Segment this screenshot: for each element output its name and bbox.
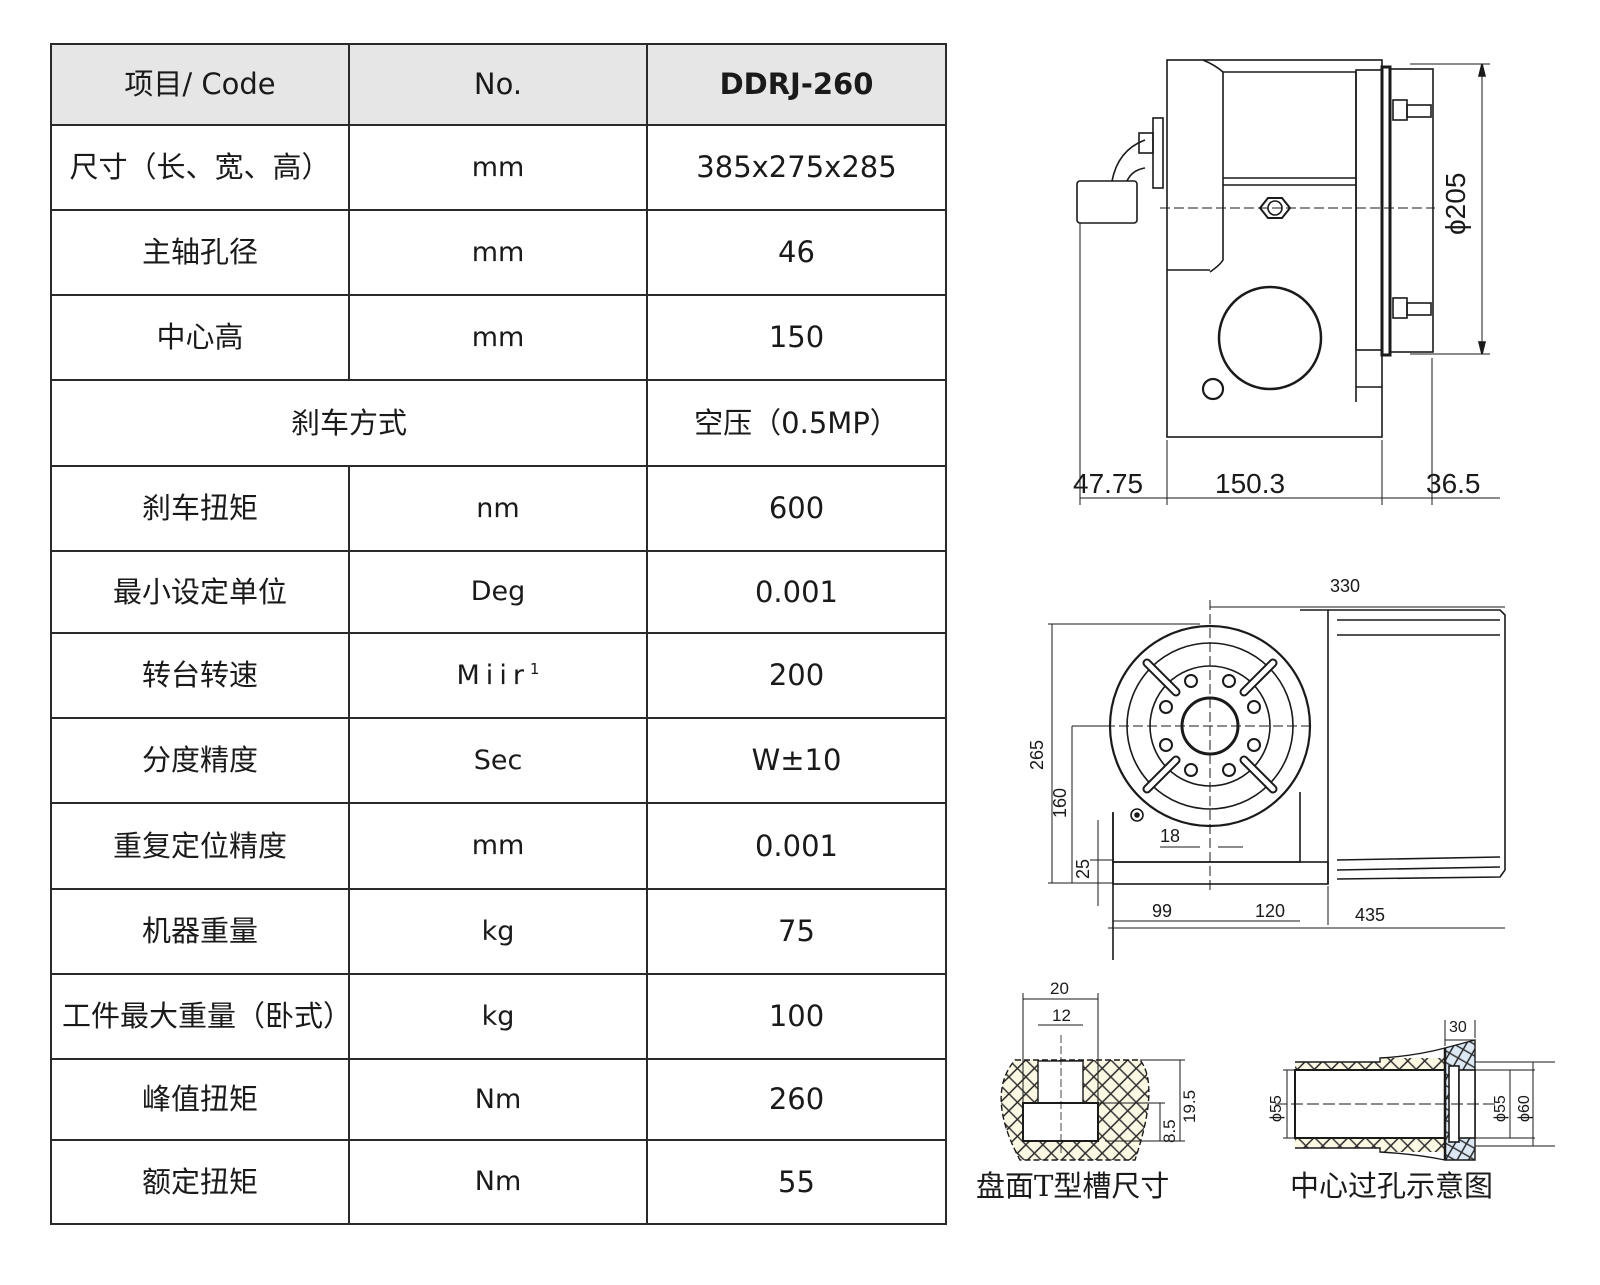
dim-12: 12 — [1052, 1006, 1071, 1025]
row-label: 工件最大重量（卧式） — [50, 973, 352, 1060]
dim-bore-60: ϕ60 — [1516, 1095, 1533, 1122]
header-model: DDRJ-260 — [646, 43, 947, 126]
dim-265: 265 — [1027, 740, 1047, 770]
row-value: 150 — [646, 294, 947, 381]
row-value: 385x275x285 — [646, 124, 947, 211]
row-value: 600 — [646, 465, 947, 552]
row-value: 0.001 — [646, 802, 947, 890]
dim-diameter-205: ϕ205 — [1440, 173, 1471, 235]
row-unit: Miir1 — [348, 632, 648, 719]
dim-36-5: 36.5 — [1426, 468, 1481, 499]
table-row: 转台转速 Miir1 200 — [50, 632, 947, 719]
side-view-drawing: 47.75 150.3 36.5 ϕ205 — [1060, 40, 1520, 510]
row-label: 转台转速 — [50, 632, 350, 719]
row-value: 200 — [646, 632, 947, 719]
table-row: 工件最大重量（卧式） kg 100 — [50, 973, 947, 1060]
dim-330: 330 — [1330, 576, 1360, 596]
row-unit: nm — [348, 465, 648, 552]
dim-25: 25 — [1073, 859, 1093, 879]
row-unit: mm — [348, 124, 648, 211]
dim-bore-55-left: ϕ55 — [1268, 1095, 1285, 1122]
row-value: 260 — [646, 1058, 947, 1141]
row-label: 主轴孔径 — [50, 209, 350, 296]
dim-99: 99 — [1152, 901, 1172, 921]
row-unit: Nm — [348, 1139, 648, 1225]
dim-19-5: 19.5 — [1180, 1090, 1199, 1123]
spec-table: 项目/ Code No. DDRJ-260 尺寸（长、宽、高） mm 385x2… — [50, 43, 947, 1225]
center-hole-caption: 中心过孔示意图 — [1290, 1169, 1494, 1203]
dim-20: 20 — [1050, 979, 1069, 998]
dim-30: 30 — [1449, 1019, 1467, 1036]
row-unit: Nm — [348, 1058, 648, 1141]
dim-120: 120 — [1255, 901, 1285, 921]
row-unit: Deg — [348, 550, 648, 634]
unit-superscript: 1 — [529, 659, 540, 678]
row-label: 峰值扭矩 — [50, 1058, 350, 1141]
row-value: 75 — [646, 888, 947, 975]
header-item: 项目/ Code — [50, 43, 350, 126]
dim-bore-55-right: ϕ55 — [1492, 1095, 1509, 1122]
row-label: 分度精度 — [50, 717, 350, 804]
table-row: 额定扭矩 Nm 55 — [50, 1139, 947, 1225]
row-unit: mm — [348, 294, 648, 381]
table-row: 机器重量 kg 75 — [50, 888, 947, 975]
header-unit: No. — [348, 43, 648, 126]
center-hole-drawing: 30 ϕ55 ϕ55 ϕ60 — [1255, 1010, 1555, 1161]
table-row: 峰值扭矩 Nm 260 — [50, 1058, 947, 1141]
dim-18: 18 — [1160, 826, 1180, 846]
table-row: 刹车扭矩 nm 600 — [50, 465, 947, 552]
row-value: W±10 — [646, 717, 947, 804]
table-row: 最小设定单位 Deg 0.001 — [50, 550, 947, 634]
table-row: 分度精度 Sec W±10 — [50, 717, 947, 804]
row-label: 中心高 — [50, 294, 350, 381]
table-header-row: 项目/ Code No. DDRJ-260 — [50, 43, 947, 126]
row-unit: mm — [348, 209, 648, 296]
table-row: 主轴孔径 mm 46 — [50, 209, 947, 296]
table-row: 尺寸（长、宽、高） mm 385x275x285 — [50, 124, 947, 211]
t-slot-caption: 盘面T型槽尺寸 — [976, 1169, 1170, 1203]
row-label: 机器重量 — [50, 888, 350, 975]
row-label: 额定扭矩 — [50, 1139, 350, 1225]
row-unit: kg — [348, 888, 648, 975]
row-label: 刹车扭矩 — [50, 465, 350, 552]
row-unit: kg — [348, 973, 648, 1060]
row-label: 最小设定单位 — [50, 550, 350, 634]
row-label: 重复定位精度 — [50, 802, 350, 890]
front-view-drawing: 330 265 160 25 18 99 120 435 — [1000, 570, 1520, 960]
dim-47-75: 47.75 — [1073, 468, 1143, 499]
table-row: 刹车方式 空压（0.5MP） — [50, 379, 947, 467]
dim-8-5: 8.5 — [1160, 1119, 1179, 1143]
row-value: 空压（0.5MP） — [646, 379, 947, 467]
row-label: 尺寸（长、宽、高） — [50, 124, 350, 211]
row-value: 46 — [646, 209, 947, 296]
table-row: 中心高 mm 150 — [50, 294, 947, 381]
row-unit: Sec — [348, 717, 648, 804]
dim-160: 160 — [1050, 788, 1070, 818]
table-row: 重复定位精度 mm 0.001 — [50, 802, 947, 890]
t-slot-drawing: 20 12 8.5 19.5 — [975, 975, 1215, 1161]
row-unit: mm — [348, 802, 648, 890]
dim-435: 435 — [1355, 905, 1385, 925]
row-value: 55 — [646, 1139, 947, 1225]
dim-150-3: 150.3 — [1215, 468, 1285, 499]
row-label: 刹车方式 — [50, 379, 648, 467]
unit-text: Miir — [456, 659, 530, 691]
row-value: 100 — [646, 973, 947, 1060]
row-value: 0.001 — [646, 550, 947, 634]
